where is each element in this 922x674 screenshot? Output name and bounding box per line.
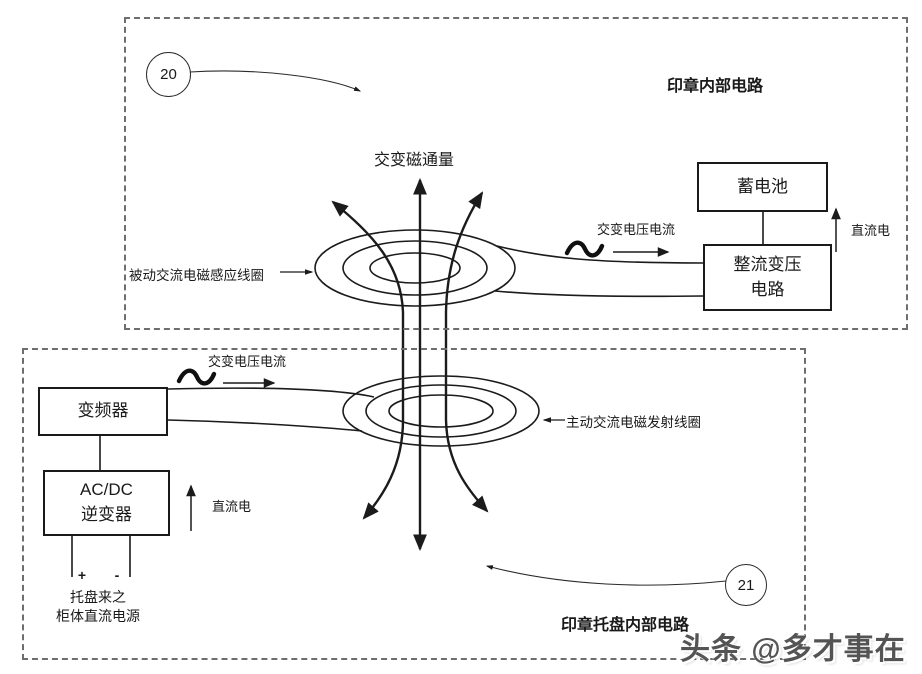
frequency-converter-box: 变频器 bbox=[38, 387, 168, 436]
passive-coil-wire-upper bbox=[496, 245, 704, 264]
passive-coil-group bbox=[314, 229, 704, 307]
flux-label: 交变磁通量 bbox=[374, 152, 455, 169]
ref-badge-21-label: 21 bbox=[737, 576, 755, 594]
battery-box-label: 蓄电池 bbox=[737, 176, 788, 196]
active-coil-group bbox=[167, 375, 540, 447]
connectors-group bbox=[71, 212, 764, 577]
passive-coil-wire-lower bbox=[494, 290, 704, 298]
active-coil-wire-upper bbox=[167, 387, 375, 398]
active-coil-label: 主动交流电磁发射线圈 bbox=[566, 415, 701, 430]
flux-line-left-icon bbox=[331, 200, 405, 520]
active-coil-outer-loop bbox=[342, 375, 540, 447]
ac-current-label-bottom: 交变电压电流 bbox=[208, 354, 287, 369]
tray-circuit-boundary bbox=[22, 348, 806, 660]
ac-symbols-group bbox=[176, 240, 605, 386]
rectifier-box-label-line2: 电路 bbox=[750, 279, 785, 299]
rectifier-box-label-line1: 整流变压 bbox=[733, 254, 802, 274]
acdc-box-label-line2: 逆变器 bbox=[81, 505, 132, 524]
rectifier-transformer-box: 整流变压 电路 bbox=[703, 244, 832, 311]
seal-circuit-boundary bbox=[124, 17, 908, 330]
ref-badge-20: 20 bbox=[146, 52, 191, 97]
minus-terminal-label: - bbox=[114, 567, 120, 583]
active-coil-inner-loop bbox=[388, 394, 494, 428]
badge-20-leader-icon bbox=[189, 70, 362, 92]
seal-circuit-title: 印章内部电路 bbox=[666, 78, 763, 95]
ref-badge-20-label: 20 bbox=[160, 66, 177, 83]
battery-box: 蓄电池 bbox=[697, 162, 828, 212]
ac-current-label-top: 交变电压电流 bbox=[597, 222, 676, 237]
passive-coil-outer-loop bbox=[314, 229, 516, 307]
ac-wave-bottom-icon bbox=[176, 368, 217, 386]
dc-label-bottom: 直流电 bbox=[212, 499, 252, 514]
passive-coil-inner-loop bbox=[369, 252, 461, 284]
tray-circuit-title: 印章托盘内部电路 bbox=[560, 617, 689, 634]
plus-terminal-label: + bbox=[77, 567, 87, 583]
badge-21-leader-icon bbox=[485, 565, 727, 586]
ref-badge-21: 21 bbox=[725, 564, 767, 606]
badge-leaders-group bbox=[189, 70, 727, 586]
dc-label-top: 直流电 bbox=[851, 223, 891, 238]
flux-line-right-icon bbox=[444, 191, 489, 513]
flow-arrows-group bbox=[186, 207, 841, 531]
acdc-box-label-line1: AC/DC bbox=[80, 480, 133, 500]
power-source-label-line2: 柜体直流电源 bbox=[56, 608, 140, 624]
passive-coil-label: 被动交流电磁感应线圈 bbox=[129, 268, 264, 283]
frequency-converter-box-label: 变频器 bbox=[77, 401, 129, 421]
acdc-inverter-box: AC/DC 逆变器 bbox=[43, 470, 170, 536]
power-source-label-line1: 托盘来之 bbox=[70, 589, 126, 605]
leader-arrows-group bbox=[280, 269, 565, 423]
passive-coil-middle-loop bbox=[342, 240, 488, 296]
ac-wave-top-icon bbox=[564, 240, 605, 258]
active-coil-wire-lower bbox=[167, 419, 363, 432]
watermark: 头条 @多才事在人为 bbox=[680, 633, 906, 666]
active-coil-middle-loop bbox=[365, 384, 517, 438]
